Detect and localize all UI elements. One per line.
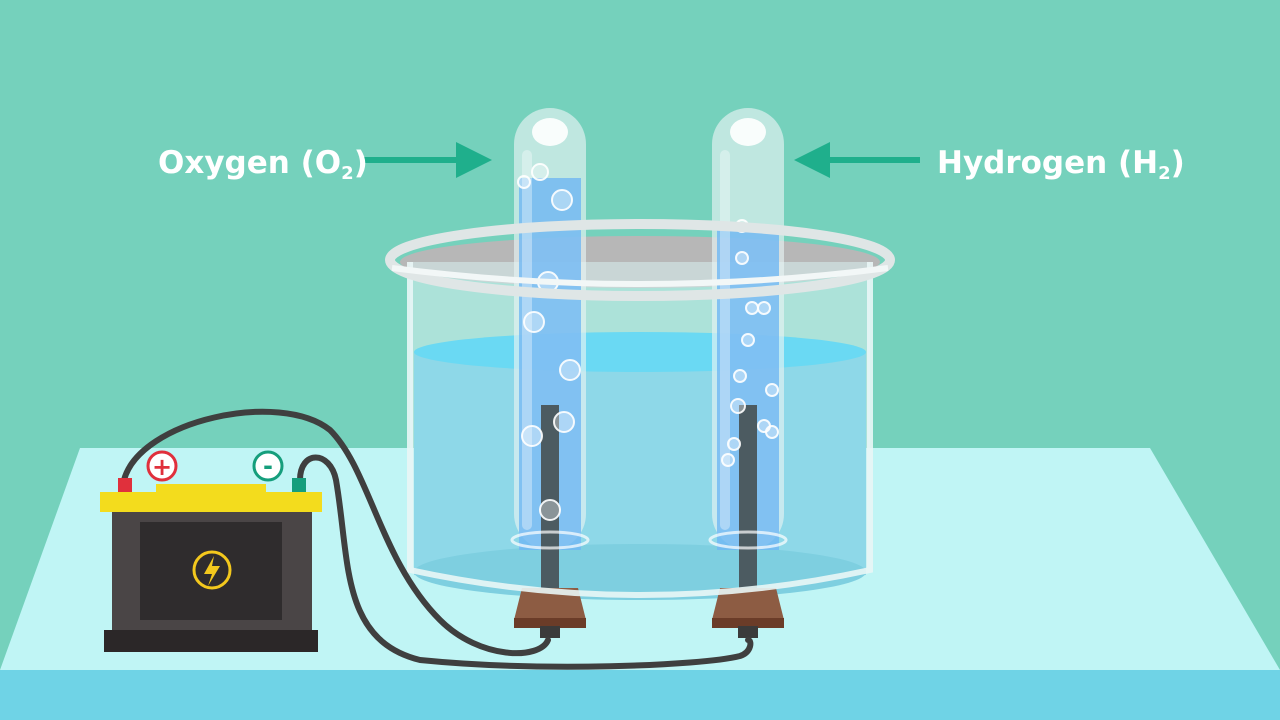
beaker-lip-highlight: [391, 265, 889, 287]
beaker-rim-outer: [385, 219, 895, 301]
hydrogen-label: Hydrogen (H2): [937, 145, 1185, 184]
oxygen-electrode-tip: [540, 626, 560, 638]
hydrogen-formula-open: (H: [1118, 145, 1158, 181]
beaker-bottom: [414, 544, 866, 600]
oxygen-test-tube: [514, 108, 586, 638]
oxygen-bubbles: [517, 163, 581, 521]
positive-badge: +: [146, 450, 178, 482]
hydrogen-electrode-tip: [738, 626, 758, 638]
oxygen-label: Oxygen (O2): [158, 145, 368, 184]
hydrogen-gas-cap: [730, 118, 766, 146]
oxygen-tube-highlight: [522, 150, 532, 530]
hydrogen-tube-highlight: [720, 150, 730, 530]
table-edge: [0, 670, 1280, 720]
oxygen-electrode: [541, 405, 559, 590]
positive-terminal: [118, 478, 132, 492]
lightning-bolt-icon: [192, 550, 232, 590]
wires: [121, 408, 754, 670]
oxygen-gas-cap: [532, 118, 568, 146]
negative-symbol: -: [263, 452, 273, 480]
oxygen-formula-close: ): [354, 145, 368, 181]
oxygen-name: Oxygen: [158, 145, 290, 181]
battery-lid: [100, 492, 322, 512]
hydrogen-name: Hydrogen: [937, 145, 1107, 181]
hydrogen-stopper-base: [712, 618, 784, 628]
hydrogen-tube-ring: [708, 530, 788, 550]
positive-wire: [121, 408, 551, 657]
oxygen-stopper-base: [514, 618, 586, 628]
battery: + -: [100, 450, 322, 652]
oxygen-subscript: 2: [341, 163, 354, 184]
beaker-front: [385, 219, 895, 598]
battery-lid-top: [156, 484, 266, 492]
beaker-front-glass: [407, 262, 873, 598]
positive-symbol: +: [152, 453, 172, 481]
hydrogen-subscript: 2: [1158, 163, 1171, 184]
negative-terminal: [292, 478, 306, 492]
negative-wire: [297, 454, 754, 670]
hydrogen-formula-close: ): [1171, 145, 1185, 181]
negative-badge: -: [252, 450, 284, 482]
oxygen-tube-ring: [510, 530, 590, 550]
water-surface: [414, 332, 866, 372]
hydrogen-electrode: [739, 405, 757, 590]
oxygen-formula-open: (O: [301, 145, 342, 181]
hydrogen-stopper: [712, 588, 784, 620]
battery-base: [104, 630, 318, 652]
oxygen-stopper: [514, 588, 586, 620]
